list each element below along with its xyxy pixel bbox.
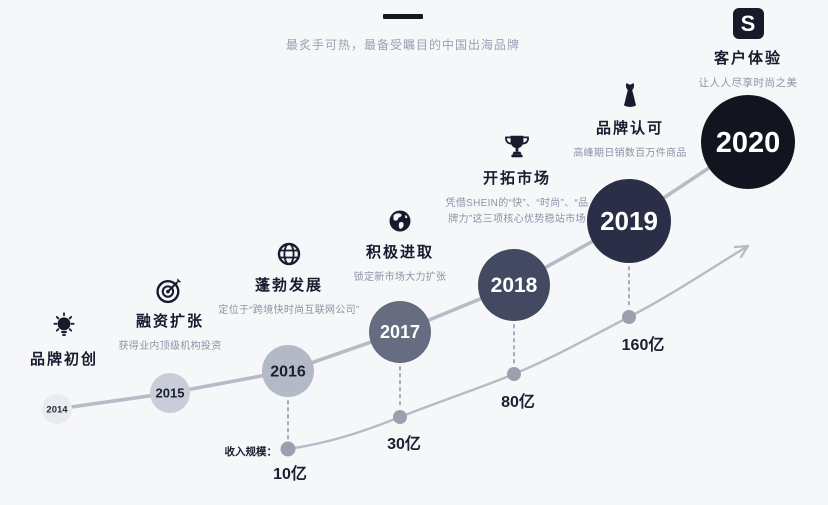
target-icon bbox=[155, 274, 185, 304]
revenue-dot-2018 bbox=[507, 367, 521, 381]
revenue-value-2016: 10亿 bbox=[273, 466, 307, 483]
trophy-icon bbox=[502, 131, 532, 161]
lightbulb-icon bbox=[49, 312, 79, 342]
year-circle-2018 bbox=[478, 249, 550, 321]
revenue-value-2018: 80亿 bbox=[501, 394, 535, 411]
dress-icon bbox=[617, 81, 643, 111]
arrow-head-icon bbox=[733, 244, 750, 259]
shein-logo-icon: S bbox=[732, 8, 764, 39]
revenue-caption: 收入规模： bbox=[224, 446, 278, 458]
year-label-2016: 2016 bbox=[270, 364, 306, 381]
globe-icon bbox=[385, 205, 415, 235]
milestone-2016: 蓬勃发展 定位于“跨境快时尚互联网公司” bbox=[189, 238, 389, 319]
milestone-desc: 定位于“跨境快时尚互联网公司” bbox=[218, 305, 360, 316]
revenue-value-2017: 30亿 bbox=[387, 436, 421, 453]
revenue-dot-2019 bbox=[622, 310, 636, 324]
year-circle-2016 bbox=[262, 345, 314, 397]
year-label-2018: 2018 bbox=[491, 274, 538, 297]
milestone-desc: 锁定新市场大力扩张 bbox=[353, 272, 447, 283]
milestone-2014: 品牌初创 bbox=[0, 312, 129, 369]
year-label-2014: 2014 bbox=[46, 405, 68, 416]
year-circle-2015 bbox=[150, 373, 190, 413]
milestone-2015: 融资扩张 获得业内顶级机构投资 bbox=[80, 274, 260, 355]
milestone-2017: 积极进取 锁定新市场大力扩张 bbox=[310, 205, 490, 286]
year-label-2015: 2015 bbox=[156, 386, 185, 401]
revenue-dot-2017 bbox=[393, 410, 407, 424]
page-subtitle: 最炙手可热，最备受瞩目的中国出海品牌 bbox=[285, 38, 521, 52]
milestone-desc: 获得业内顶级机构投资 bbox=[118, 341, 222, 352]
year-circle-2019 bbox=[587, 179, 671, 263]
milestone-title: 品牌认可 bbox=[595, 120, 664, 137]
year-label-2019: 2019 bbox=[600, 206, 658, 236]
milestone-2020: S 客户体验 让人人尽享时尚之美 bbox=[663, 8, 828, 90]
milestone-title: 开拓市场 bbox=[482, 170, 551, 187]
milestone-title: 蓬勃发展 bbox=[254, 277, 323, 294]
globe-network-icon bbox=[274, 238, 304, 268]
title-dash bbox=[383, 14, 423, 19]
milestone-title: 品牌初创 bbox=[29, 351, 98, 368]
milestone-desc-2020: 让人人尽享时尚之美 bbox=[698, 77, 798, 89]
milestone-2018: 开拓市场 凭借SHEIN的“快”、“时尚”、“品牌力”这三项核心优势稳站市场 bbox=[441, 131, 593, 228]
year-circle-2017 bbox=[369, 301, 431, 363]
milestone-title-2020: 客户体验 bbox=[713, 50, 782, 67]
milestone-desc: 凭借SHEIN的“快”、“时尚”、“品牌力”这三项核心优势稳站市场 bbox=[445, 198, 589, 225]
revenue-dot-2016 bbox=[280, 441, 296, 457]
year-circle-2014 bbox=[42, 394, 72, 424]
year-label-2017: 2017 bbox=[380, 322, 420, 342]
milestone-title: 积极进取 bbox=[365, 244, 434, 261]
year-circle-2020 bbox=[701, 95, 795, 189]
year-label-2020: 2020 bbox=[716, 127, 781, 159]
revenue-value-2019: 160亿 bbox=[621, 337, 665, 354]
milestone-desc: 高峰期日销数百万件商品 bbox=[573, 148, 687, 159]
milestone-2019: 品牌认可 高峰期日销数百万件商品 bbox=[535, 81, 725, 162]
milestone-title: 融资扩张 bbox=[135, 313, 204, 330]
